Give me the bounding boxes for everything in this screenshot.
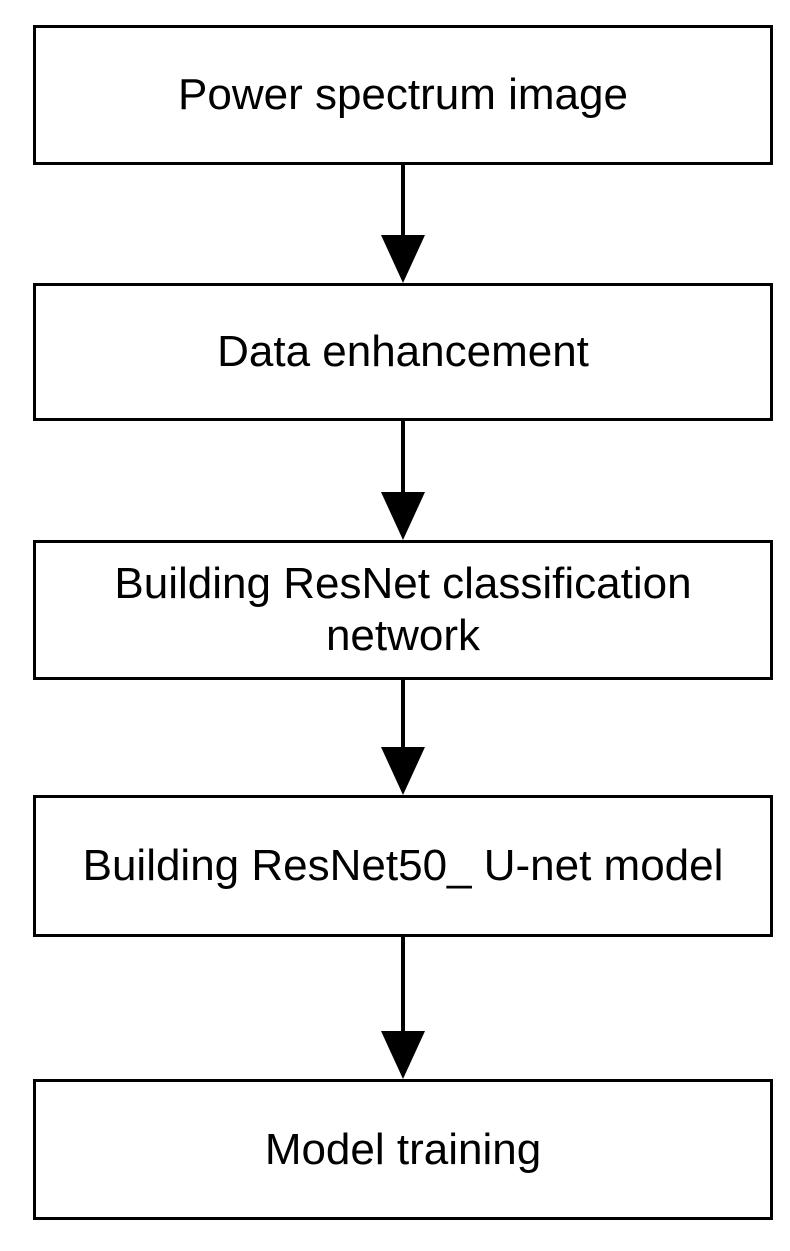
flow-step-building-resnet50-unet-model: Building ResNet50_ U-net model <box>33 795 773 937</box>
flow-step-label: Building ResNet50_ U-net model <box>82 841 724 890</box>
flow-step-label: Building ResNet classification network <box>114 559 692 660</box>
flow-step-label: Data enhancement <box>217 327 589 376</box>
arrow-step4-to-step5 <box>381 937 425 1079</box>
flow-step-building-resnet-classification-network: Building ResNet classification network <box>33 540 773 680</box>
flow-step-label: Model training <box>264 1124 542 1174</box>
arrow-step3-to-step4 <box>381 680 425 795</box>
flow-step-data-enhancement: Data enhancement <box>33 283 773 421</box>
flow-step-power-spectrum-image: Power spectrum image <box>33 25 773 165</box>
flow-step-model-training: Model training <box>33 1079 773 1220</box>
arrow-step2-to-step3 <box>381 421 425 540</box>
arrow-step1-to-step2 <box>381 165 425 283</box>
flow-step-label: Power spectrum image <box>178 70 628 119</box>
